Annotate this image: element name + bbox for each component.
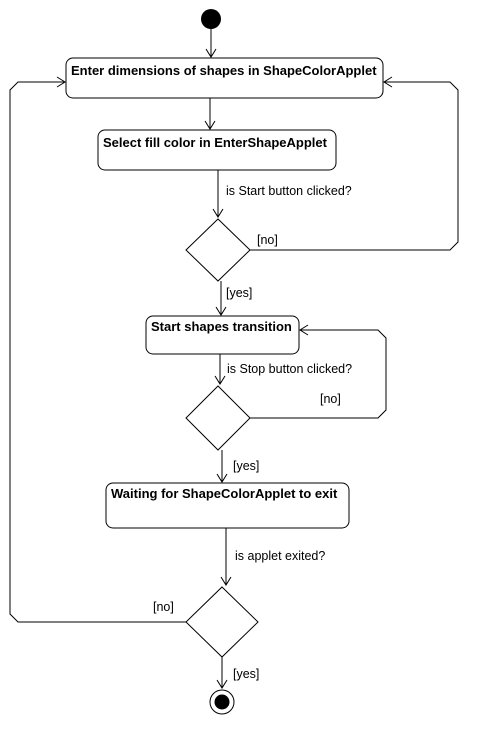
condition-start-clicked: is Start button clicked? (226, 184, 352, 198)
activity-start-transition: Start shapes transition (145, 315, 300, 355)
arrowhead-enter-right (383, 76, 393, 88)
arrowhead-start-right (299, 324, 309, 336)
arrowhead-enter-top (205, 48, 217, 58)
decision-stop-clicked (185, 385, 251, 451)
flow-decision2-no-loop (250, 329, 387, 419)
flow-decision3-no-loop (9, 81, 186, 623)
arrowhead-decision3-top (220, 576, 232, 586)
flow-decision1-no-loop (250, 81, 459, 251)
condition-applet-exited: is applet exited? (235, 549, 325, 563)
arrowhead-start-top (215, 306, 227, 316)
initial-node (201, 9, 221, 29)
activity-enter-dimensions: Enter dimensions of shapes in ShapeColor… (65, 57, 384, 99)
guard-no-exit: [no] (153, 600, 174, 614)
final-node (209, 689, 235, 715)
arrowhead-select-top (204, 120, 216, 130)
activity-start-transition-label: Start shapes transition (151, 319, 292, 334)
activity-waiting-exit: Waiting for ShapeColorApplet to exit (105, 482, 350, 529)
arrowhead-waiting-top (216, 473, 228, 483)
arrowhead-final-top (216, 679, 228, 689)
decision-start-clicked (185, 218, 251, 282)
decision-applet-exited (185, 586, 259, 658)
guard-no-stop: [no] (320, 392, 341, 406)
guard-yes-start: [yes] (226, 286, 252, 300)
arrowhead-enter-left (56, 76, 66, 88)
activity-waiting-exit-label: Waiting for ShapeColorApplet to exit (111, 486, 338, 501)
activity-enter-dimensions-label: Enter dimensions of shapes in ShapeColor… (71, 63, 377, 78)
guard-yes-stop: [yes] (233, 459, 259, 473)
activity-select-fill-color: Select fill color in EnterShapeApplet (97, 129, 337, 171)
arrowhead-decision1-top (212, 208, 224, 218)
condition-stop-clicked: is Stop button clicked? (227, 362, 352, 376)
guard-yes-exit: [yes] (233, 667, 259, 681)
guard-no-start: [no] (257, 233, 278, 247)
activity-select-fill-color-label: Select fill color in EnterShapeApplet (103, 135, 328, 150)
arrowhead-decision2-top (214, 375, 226, 385)
